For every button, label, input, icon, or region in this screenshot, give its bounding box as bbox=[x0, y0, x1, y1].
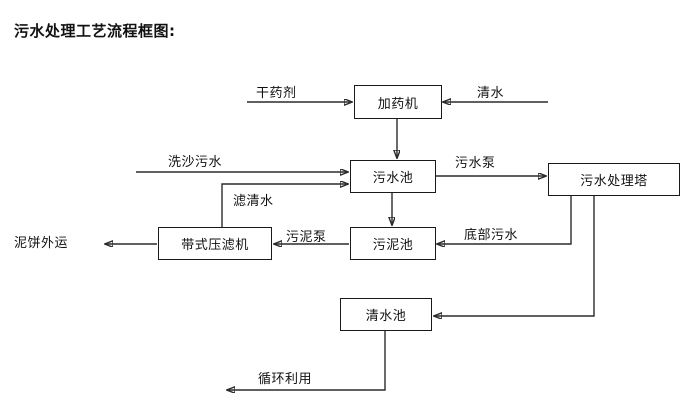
page-title: 污水处理工艺流程框图: bbox=[14, 22, 176, 40]
node-clear-water-pool[interactable]: 清水池 bbox=[340, 298, 432, 331]
node-sludge-pool[interactable]: 污泥池 bbox=[350, 227, 436, 260]
node-label: 带式压滤机 bbox=[181, 238, 249, 253]
edge-label-filtrate: 滤清水 bbox=[233, 194, 274, 209]
node-label: 清水池 bbox=[365, 309, 407, 324]
node-sewage-pool[interactable]: 污水池 bbox=[350, 160, 436, 193]
edge-label-sewage-pump: 污水泵 bbox=[455, 156, 496, 171]
edge-label-dry-agent: 干药剂 bbox=[256, 86, 297, 101]
edge-label-recycle: 循环利用 bbox=[258, 372, 313, 387]
node-label: 污泥池 bbox=[372, 238, 414, 253]
edge-label-sludge-pump: 污泥泵 bbox=[286, 230, 327, 245]
node-belt-filter-press[interactable]: 带式压滤机 bbox=[158, 227, 272, 260]
edge-label-clean-water-in: 清水 bbox=[477, 86, 505, 101]
node-label: 污水处理塔 bbox=[580, 174, 648, 189]
edge-label-sand-wash-sewage: 洗沙污水 bbox=[168, 155, 223, 170]
edge-tower-to-clear-pool bbox=[434, 196, 595, 316]
edge-label-bottom-sewage: 底部污水 bbox=[464, 228, 519, 243]
terminal-label-mud-cake-out: 泥饼外运 bbox=[14, 236, 69, 251]
node-label: 污水池 bbox=[372, 171, 414, 186]
node-dosing-machine[interactable]: 加药机 bbox=[354, 85, 442, 119]
node-label: 加药机 bbox=[377, 96, 419, 112]
node-sewage-treatment-tower[interactable]: 污水处理塔 bbox=[548, 163, 680, 196]
